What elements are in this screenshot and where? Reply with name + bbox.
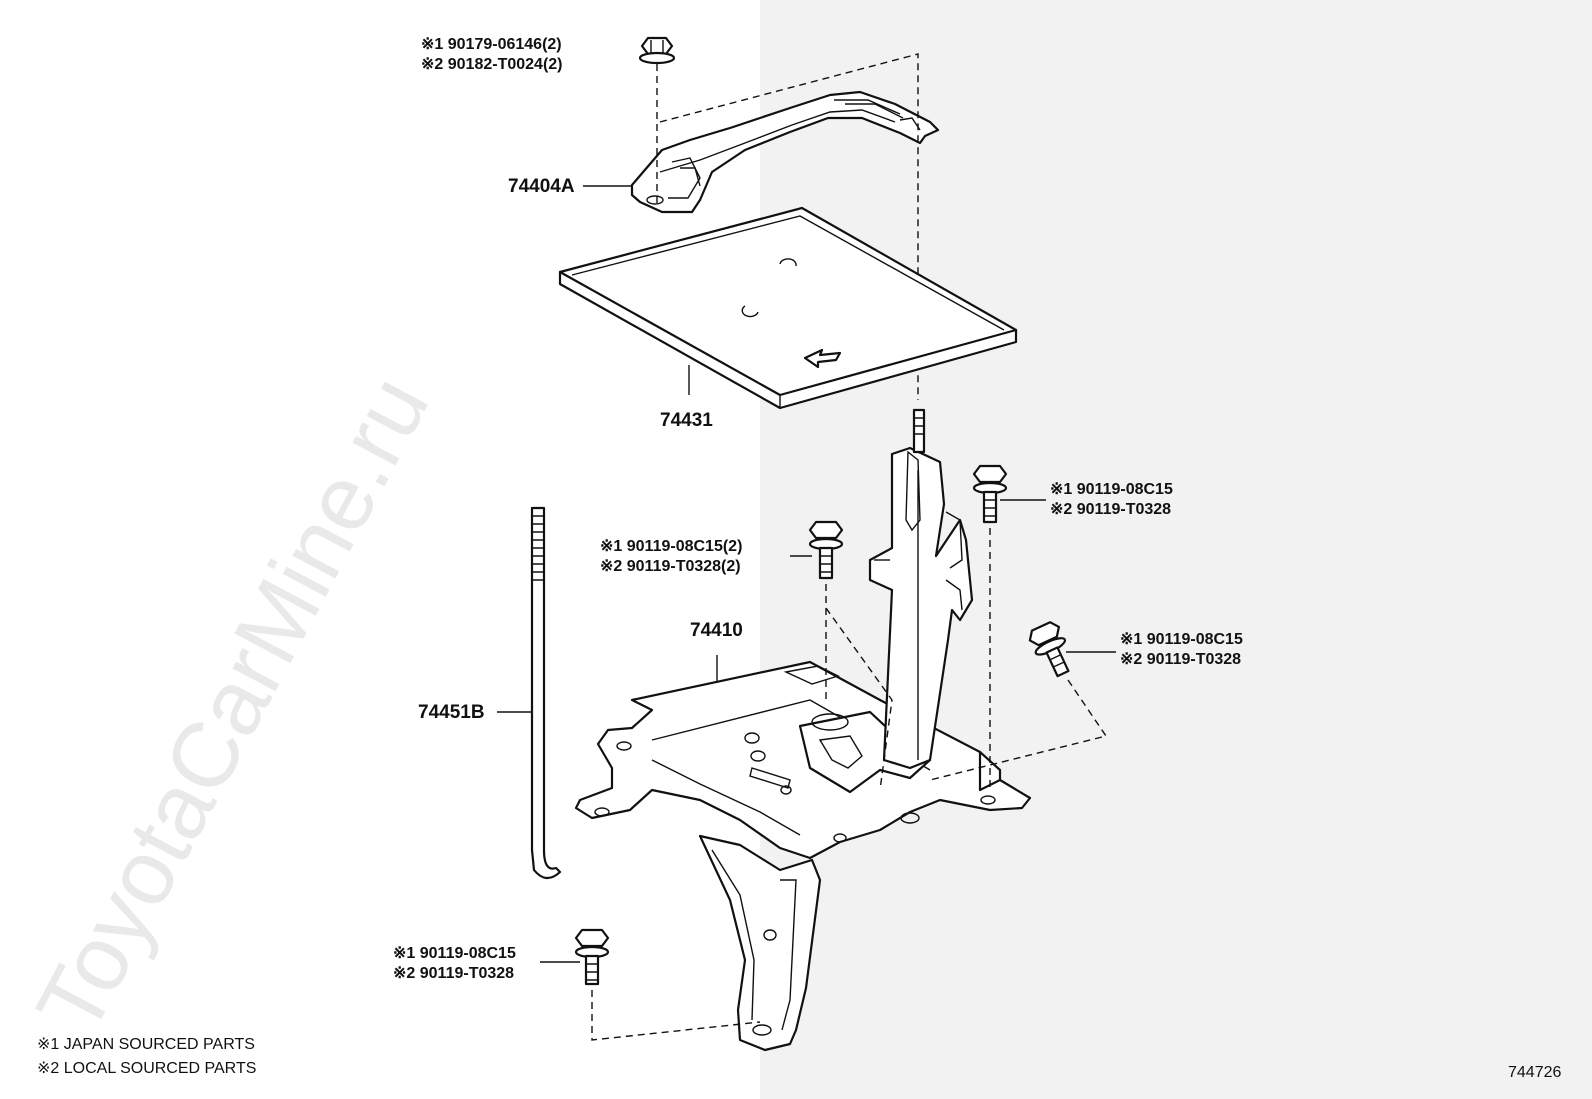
bottom-bolt-code-local: ※2 90119-T0328 xyxy=(393,965,514,982)
top-nut-icon[interactable] xyxy=(638,36,676,65)
right-lower-bolt-code-local: ※2 90119-T0328 xyxy=(1120,651,1241,668)
right-upper-bolt-code-local: ※2 90119-T0328 xyxy=(1050,501,1171,518)
right-upper-bolt-code-japan: ※1 90119-08C15 xyxy=(1050,481,1173,498)
bottom-bolt-code-japan: ※1 90119-08C15 xyxy=(393,945,516,962)
legend-japan-sourced: ※1 JAPAN SOURCED PARTS xyxy=(37,1036,255,1053)
battery-carrier-drawing[interactable] xyxy=(574,408,1032,1052)
mid-bolt-code-local: ※2 90119-T0328(2) xyxy=(600,558,741,575)
hold-down-clamp-drawing[interactable] xyxy=(630,90,940,214)
right-upper-bolt-icon[interactable] xyxy=(972,464,1008,524)
bottom-bolt-icon[interactable] xyxy=(574,928,610,986)
legend-local-sourced: ※2 LOCAL SOURCED PARTS xyxy=(37,1060,256,1077)
dash-mid-bolt xyxy=(825,584,893,791)
top-nut-code-local: ※2 90182-T0024(2) xyxy=(421,56,563,73)
mid-bolt-icon[interactable] xyxy=(808,520,844,580)
part-label-74431[interactable]: 74431 xyxy=(660,410,713,431)
top-nut-code-japan: ※1 90179-06146(2) xyxy=(421,36,562,53)
part-label-74404A[interactable]: 74404A xyxy=(508,176,575,197)
dash-bottom-bolt xyxy=(591,990,761,1041)
right-lower-bolt-code-japan: ※1 90119-08C15 xyxy=(1120,631,1243,648)
mid-bolt-code-japan: ※1 90119-08C15(2) xyxy=(600,538,742,555)
part-label-74451B[interactable]: 74451B xyxy=(418,702,485,723)
right-lower-bolt-icon[interactable] xyxy=(1027,620,1078,681)
clamp-bolt-drawing[interactable] xyxy=(530,506,562,880)
watermark-text: ToyotaCarMine.ru xyxy=(18,360,449,1049)
part-label-74410[interactable]: 74410 xyxy=(690,620,743,641)
diagram-id: 744726 xyxy=(1508,1064,1561,1081)
battery-tray-drawing[interactable] xyxy=(558,206,1018,410)
